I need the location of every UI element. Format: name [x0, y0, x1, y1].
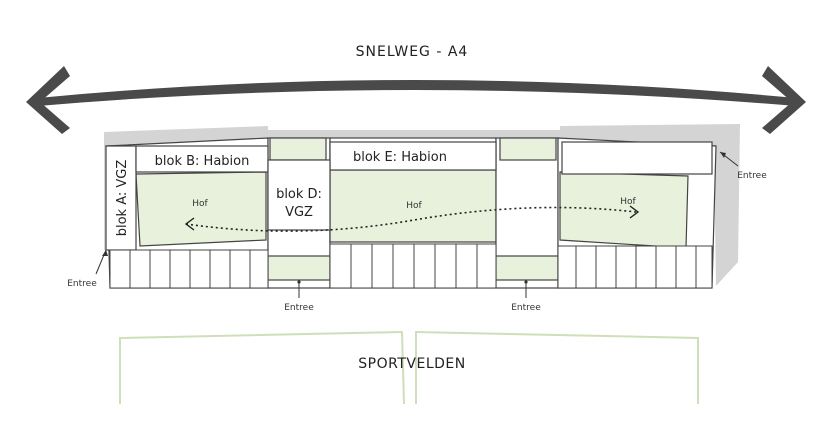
block-e-box	[329, 141, 497, 171]
sports-field-right	[415, 330, 699, 404]
highway-label: SNELWEG - A4	[356, 44, 469, 60]
block-a-label: blok A: VGZ	[115, 160, 130, 237]
entrance-left-label: Entree	[67, 279, 97, 289]
entrance-left-marker	[95, 249, 108, 275]
courtyard-right	[559, 171, 689, 249]
block-c-top-court	[499, 137, 557, 161]
units-right	[557, 245, 713, 289]
courtyard-left	[135, 171, 267, 247]
entrance-right-label: Entree	[737, 171, 767, 181]
courtyard-middle	[329, 169, 497, 243]
units-left	[109, 249, 269, 289]
route-arrow-right	[629, 205, 640, 219]
block-a-box	[105, 145, 137, 251]
block-d-label-line1: blok D:	[276, 187, 322, 202]
block-f-box	[561, 141, 713, 175]
block-d-bottom-court	[267, 255, 331, 281]
arrow-head-right	[762, 66, 806, 134]
entrance-bottom-left-marker	[297, 280, 301, 298]
block-c-bottom-court	[495, 255, 559, 281]
sports-field-left	[119, 330, 405, 405]
block-b-label: blok B: Habion	[155, 154, 250, 169]
entrance-bottom-right-label: Entree	[511, 303, 541, 313]
block-d-top-court	[269, 137, 327, 161]
courtyard-middle-label: Hof	[406, 201, 422, 211]
entrance-right-marker	[719, 151, 739, 167]
entrance-bottom-right-marker	[524, 280, 528, 298]
block-d-box	[267, 159, 331, 231]
sports-fields	[119, 330, 699, 405]
arrow-head-left	[26, 66, 70, 134]
entrance-bottom-left-label: Entree	[284, 303, 314, 313]
block-e-label: blok E: Habion	[353, 150, 447, 165]
units-middle	[329, 243, 497, 289]
route-arrow-left	[184, 217, 195, 231]
block-d-label-line2: VGZ	[285, 205, 313, 220]
courtyard-left-label: Hof	[192, 199, 208, 209]
block-b-box	[135, 145, 269, 173]
ground-floor-units	[109, 243, 713, 289]
sports-fields-label: SPORTVELDEN	[358, 356, 465, 372]
highway-arrow	[26, 66, 806, 134]
courtyard-right-label: Hof	[620, 197, 636, 207]
